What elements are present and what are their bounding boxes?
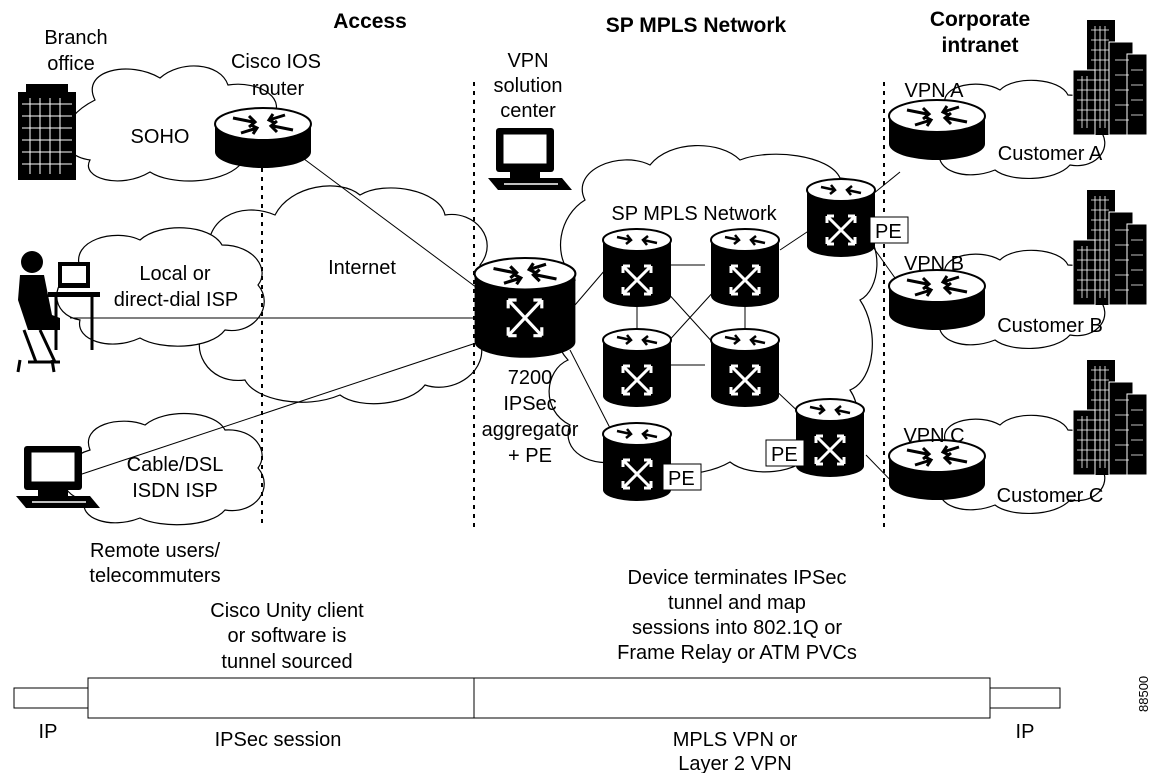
local-isp-line2: direct-dial ISP [114, 289, 239, 311]
vpn-center-line3: center [500, 100, 556, 122]
aggregator-line2: IPSec [503, 393, 556, 415]
cisco-ios-router-icon[interactable] [213, 106, 313, 170]
ip-left-label: IP [39, 721, 58, 743]
header-sp-mpls: SP MPLS Network [606, 14, 787, 37]
cable-isp-line1: Cable/DSL [127, 454, 224, 476]
pe-label-a: PE [869, 216, 909, 244]
corporate-building-b-icon [1072, 189, 1148, 306]
mpls-core-router-1-icon[interactable] [601, 227, 673, 309]
cisco-ios-router-line2: router [252, 78, 305, 100]
local-isp-cloud [56, 227, 265, 347]
device-note-line1: Device terminates IPSec [628, 567, 847, 589]
header-access: Access [333, 10, 407, 33]
pe-router-c-icon[interactable] [794, 397, 866, 479]
tunnel-ip-left-segment [13, 687, 89, 709]
pe-text-bottom: PE [668, 468, 695, 490]
unity-note-line1: Cisco Unity client [210, 600, 364, 622]
pe-text-a: PE [875, 221, 902, 243]
branch-office-line2: office [47, 53, 94, 75]
corporate-building-a-icon [1072, 19, 1148, 136]
tunnel-ip-right-segment [989, 687, 1061, 709]
pe-router-bottom-icon[interactable] [601, 421, 673, 503]
aggregator-line4: + PE [508, 445, 552, 467]
branch-office-building-icon [18, 84, 76, 180]
vpn-a-router-icon[interactable] [887, 98, 987, 162]
customer-a-label: Customer A [998, 143, 1103, 165]
vpn-c-label: VPN C [903, 425, 964, 447]
link-m2-pe-a [779, 229, 811, 251]
cable-isp-line2: ISDN ISP [132, 480, 218, 502]
tunnel-bar [13, 677, 1061, 719]
mpls-core-router-2-icon[interactable] [709, 227, 781, 309]
mpls-vpn-line2: Layer 2 VPN [678, 753, 791, 773]
internet-label: Internet [328, 257, 396, 279]
vpn-solution-center-pc-icon[interactable] [487, 127, 573, 191]
aggregator-line3: aggregator [482, 419, 579, 441]
device-note-line4: Frame Relay or ATM PVCs [617, 642, 857, 664]
customer-b-label: Customer B [997, 315, 1103, 337]
header-corporate-line2: intranet [941, 34, 1018, 57]
vpn-b-label: VPN B [904, 253, 964, 275]
device-note-line3: sessions into 802.1Q or [632, 617, 842, 639]
vpn-a-label: VPN A [905, 80, 965, 102]
vpn-center-line1: VPN [507, 50, 548, 72]
vpn-b-router-icon[interactable] [887, 268, 987, 332]
local-user-person-icon [16, 251, 100, 373]
pe-text-c: PE [771, 444, 798, 466]
link-agg-pe-bottom [569, 349, 611, 429]
sp-mpls-cloud-label: SP MPLS Network [611, 203, 777, 225]
corporate-building-c-icon [1072, 359, 1148, 476]
figure-id: 88500 [1136, 676, 1151, 712]
pe-router-a-icon[interactable] [805, 177, 877, 259]
device-note-line2: tunnel and map [668, 592, 806, 614]
pe-label-c: PE [765, 439, 805, 467]
remote-users-line2: telecommuters [89, 565, 220, 587]
link-ios-router-aggregator [291, 149, 501, 306]
aggregator-line1: 7200 [508, 367, 553, 389]
remote-users-line1: Remote users/ [90, 540, 220, 562]
customer-c-label: Customer C [997, 485, 1104, 507]
tunnel-main-segment [87, 677, 991, 719]
pe-label-bottom: PE [662, 463, 702, 491]
unity-note-line2: or software is [228, 625, 347, 647]
ip-right-label: IP [1016, 721, 1035, 743]
link-cable-isp-aggregator [69, 339, 486, 479]
cisco-ios-router-line1: Cisco IOS [231, 51, 321, 73]
ipsec-session-label: IPSec session [215, 729, 342, 751]
vpn-c-router-icon[interactable] [887, 438, 987, 502]
header-corporate-line1: Corporate [930, 8, 1030, 31]
link-m2-m3 [664, 289, 716, 346]
mpls-core-router-4-icon[interactable] [709, 327, 781, 409]
mpls-core-router-3-icon[interactable] [601, 327, 673, 409]
unity-note-line3: tunnel sourced [221, 651, 352, 673]
link-agg-m1 [574, 269, 606, 306]
mpls-vpn-line1: MPLS VPN or [673, 729, 798, 751]
branch-office-line1: Branch [44, 27, 107, 49]
ipsec-aggregator-icon[interactable] [473, 256, 577, 358]
soho-label: SOHO [131, 126, 190, 148]
vpn-center-line2: solution [494, 75, 563, 97]
local-isp-line1: Local or [139, 263, 210, 285]
